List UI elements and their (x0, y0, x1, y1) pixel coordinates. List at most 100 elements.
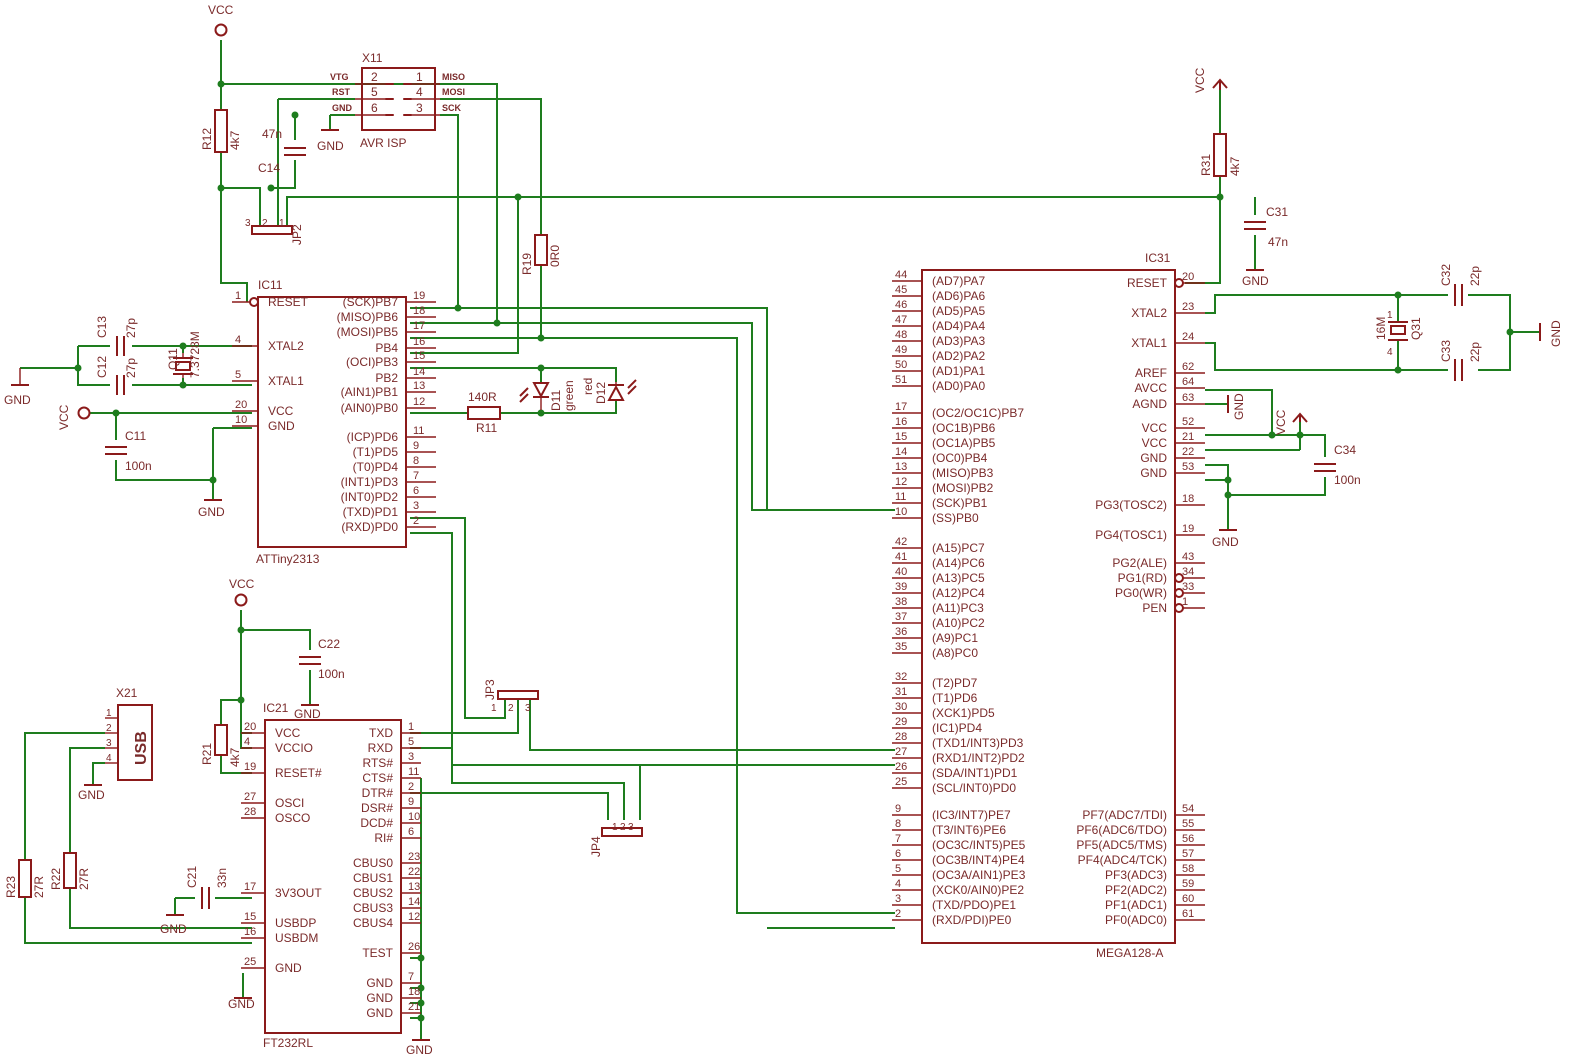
pin-number: 34 (1182, 566, 1194, 578)
svg-text:Q31: Q31 (1409, 317, 1423, 340)
pin-number: 9 (408, 796, 414, 808)
pin-number: 58 (1182, 863, 1194, 875)
svg-text:2: 2 (262, 218, 268, 229)
svg-text:C34: C34 (1334, 443, 1356, 457)
pin-number: 31 (895, 686, 907, 698)
pin-name: PF4(ADC4/TCK) (1078, 853, 1167, 867)
pin-name: XTAL1 (268, 374, 304, 388)
pin-2: 2(RXD)PD0 (341, 515, 436, 534)
ic21-ref: IC21 (263, 701, 289, 715)
pin-number: 1 (235, 290, 241, 302)
pin-3: 3(TXD/PDO)PE1 (892, 893, 1016, 912)
pin-45: 45(AD6)PA6 (892, 284, 985, 303)
pin-name: GND (366, 976, 393, 990)
pin-9: 9(T1)PD5 (353, 440, 436, 459)
svg-text:VCC: VCC (57, 404, 71, 430)
pin-7: 7(INT1)PD3 (341, 470, 436, 489)
pin-number: 20 (1182, 271, 1194, 283)
pin-name: GND (275, 961, 302, 975)
pin-number: 42 (895, 536, 907, 548)
svg-text:C13: C13 (95, 316, 109, 338)
pin-47: 47(AD4)PA4 (892, 314, 985, 333)
pin-8: 8(T0)PD4 (353, 455, 436, 474)
pin-number: 4 (244, 736, 250, 748)
pin-number: 3 (408, 751, 414, 763)
pin-name: RXD (368, 741, 394, 755)
pin-number: 5 (895, 863, 901, 875)
pin-name: (AD4)PA4 (932, 319, 985, 333)
pin-name: (INT0)PD2 (341, 490, 399, 504)
svg-text:33n: 33n (215, 868, 229, 888)
svg-text:3: 3 (525, 703, 531, 714)
pin-number: 52 (1182, 416, 1194, 428)
pin-name: PG4(TOSC1) (1095, 528, 1167, 542)
pin-name: PG2(ALE) (1112, 556, 1167, 570)
c13-capacitor: C13 27p (95, 316, 138, 356)
isp-pin3: 3 (416, 101, 423, 115)
pin-3: 3(TXD)PD1 (343, 500, 436, 519)
svg-text:VCC: VCC (1274, 409, 1288, 435)
pin-name: (AD3)PA3 (932, 334, 985, 348)
svg-text:VCC: VCC (229, 577, 255, 591)
pin-name: (MOSI)PB5 (337, 325, 399, 339)
svg-text:C22: C22 (318, 637, 340, 651)
ic31-ref: IC31 (1145, 251, 1171, 265)
svg-text:2: 2 (508, 703, 514, 714)
jp3-jumper: JP3 1 2 3 (483, 679, 539, 714)
pin-number: 22 (408, 866, 420, 878)
jp2-jumper: 3 2 1 JP2 (245, 218, 304, 245)
pin-number: 45 (895, 284, 907, 296)
pin-name: (T2)PD7 (932, 676, 978, 690)
pin-32: 32(T2)PD7 (892, 671, 978, 690)
svg-text:green: green (562, 380, 576, 411)
svg-text:R11: R11 (476, 421, 497, 435)
pin-number: 17 (895, 401, 907, 413)
pin-number: 14 (413, 366, 425, 378)
pin-name: (AIN0)PB0 (341, 401, 399, 415)
pin-11: 11(ICP)PD6 (347, 425, 436, 444)
c11-capacitor: C11 100n (105, 429, 152, 473)
pin-number: 48 (895, 329, 907, 341)
pin-name: VCC (268, 404, 294, 418)
pin-name: (IC1)PD4 (932, 721, 982, 735)
pin-11: 11(SCK)PB1 (892, 491, 988, 510)
r23-resistor: R23 27R (4, 859, 46, 898)
pin-name: (SCK)PB7 (343, 295, 399, 309)
pin-46: 46(AD5)PA5 (892, 299, 985, 318)
pin-name: (RXD/PDI)PE0 (932, 913, 1012, 927)
pin-name: PF3(ADC3) (1105, 868, 1167, 882)
svg-text:GND: GND (1549, 320, 1563, 347)
svg-text:JP4: JP4 (589, 836, 603, 857)
pin-28: 28(TXD1/INT3)PD3 (892, 731, 1024, 750)
pin-number: 30 (895, 701, 907, 713)
pin-number: 25 (244, 956, 256, 968)
svg-text:27p: 27p (124, 358, 138, 378)
d11-led-green: D11 green (519, 380, 576, 411)
pin-number: 16 (244, 926, 256, 938)
c12-capacitor: C12 27p (95, 356, 138, 395)
pin-number: 19 (1182, 523, 1194, 535)
svg-text:4: 4 (106, 753, 112, 764)
svg-text:0R0: 0R0 (548, 245, 562, 267)
pin-number: 39 (895, 581, 907, 593)
pin-name: RI# (374, 831, 393, 845)
c34-capacitor: C34 100n (1314, 443, 1361, 487)
pin-number: 1 (1182, 596, 1188, 608)
pin-number: 61 (1182, 908, 1194, 920)
pin-number: 19 (244, 761, 256, 773)
pin-name: (XCK1)PD5 (932, 706, 995, 720)
